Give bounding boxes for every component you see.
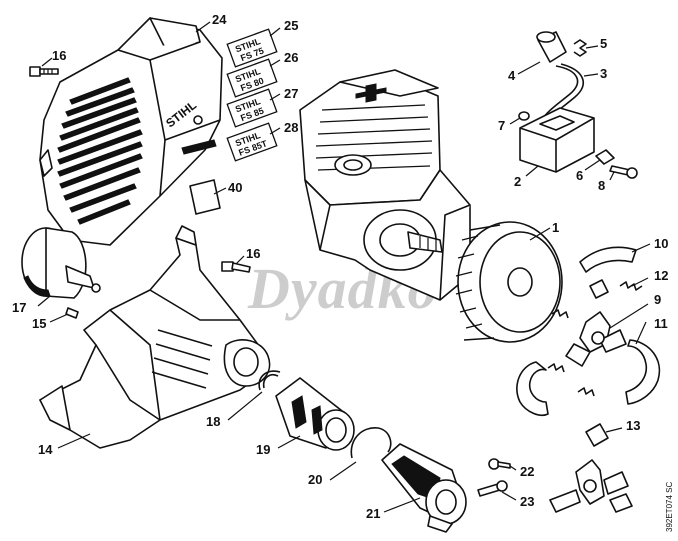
clutch-drum-part-17 (21, 227, 101, 299)
clutch-shoe-lower-left (516, 361, 549, 417)
bearing-sleeve-part-19 (275, 377, 355, 451)
callout-21: 21 (366, 506, 380, 521)
clutch-springs-loose (547, 309, 595, 397)
clutch-hub-part-9 (565, 311, 627, 367)
model-label-fs80: STIHL FS 80 (226, 58, 278, 98)
callout-16-middle: 16 (246, 246, 260, 261)
circlip-part-18 (258, 370, 281, 391)
callout-28: 28 (284, 120, 298, 135)
callouts: 24 16 40 25 26 27 28 4 5 3 7 2 6 8 1 10 … (12, 12, 668, 521)
flywheel-part-1 (455, 221, 563, 343)
callout-9: 9 (654, 292, 661, 307)
gear-housing-ribs (151, 329, 213, 389)
callout-40: 40 (228, 180, 242, 195)
callout-17: 17 (12, 300, 26, 315)
callout-24: 24 (212, 12, 227, 27)
model-label-fs85: STIHL FS 85 (226, 88, 278, 128)
spring-part-5 (573, 39, 587, 57)
callout-1: 1 (552, 220, 559, 235)
clutch-assembly-part-13 (549, 423, 633, 513)
screw-part-16-middle (221, 261, 251, 273)
callout-10: 10 (654, 236, 668, 251)
callout-16-top: 16 (52, 48, 66, 63)
callout-26: 26 (284, 50, 298, 65)
model-label-fs75: STIHL FS 75 (226, 28, 278, 68)
screw-part-23 (477, 480, 508, 497)
callout-5: 5 (600, 36, 607, 51)
shroud-vents (57, 77, 143, 225)
callout-13: 13 (626, 418, 640, 433)
callout-27: 27 (284, 86, 298, 101)
engine-cylinder (299, 69, 471, 301)
shroud-cover: STIHL (39, 17, 223, 246)
clutch-shoe-part-11 (625, 339, 661, 405)
callout-8: 8 (598, 178, 605, 193)
leader-lines (37, 21, 651, 513)
callout-18: 18 (206, 414, 220, 429)
callout-22: 22 (520, 464, 534, 479)
callout-20: 20 (308, 472, 322, 487)
retaining-ring-part-20 (350, 427, 392, 459)
screw-part-22 (488, 458, 511, 470)
callout-2: 2 (514, 174, 521, 189)
callout-19: 19 (256, 442, 270, 457)
washer-part-7 (518, 111, 530, 121)
clip-part-6 (595, 149, 615, 165)
callout-7: 7 (498, 118, 505, 133)
callout-3: 3 (600, 66, 607, 81)
carrier-part-21 (381, 443, 467, 533)
screw-part-16-top (29, 66, 59, 77)
screw-part-8 (609, 165, 638, 179)
washer-part-12b (589, 279, 609, 299)
pin-part-15 (65, 307, 79, 319)
decal-part-40 (189, 179, 221, 215)
callout-12: 12 (654, 268, 668, 283)
callout-4: 4 (508, 68, 516, 83)
callout-25: 25 (284, 18, 298, 33)
callout-23: 23 (520, 494, 534, 509)
callout-11: 11 (654, 316, 668, 331)
callout-14: 14 (38, 442, 53, 457)
clutch-shoe-part-10 (579, 246, 637, 273)
model-label-fs85t: STIHL FS 85T (226, 122, 278, 162)
spark-plug-boot-part-4 (536, 31, 567, 63)
callout-15: 15 (32, 316, 46, 331)
gear-housing-part-14 (39, 225, 271, 449)
callout-6: 6 (576, 168, 583, 183)
clutch-spring-part-12 (619, 281, 643, 291)
document-code: 392ET074 SC (665, 482, 674, 532)
ignition-module-part-2 (519, 107, 595, 173)
